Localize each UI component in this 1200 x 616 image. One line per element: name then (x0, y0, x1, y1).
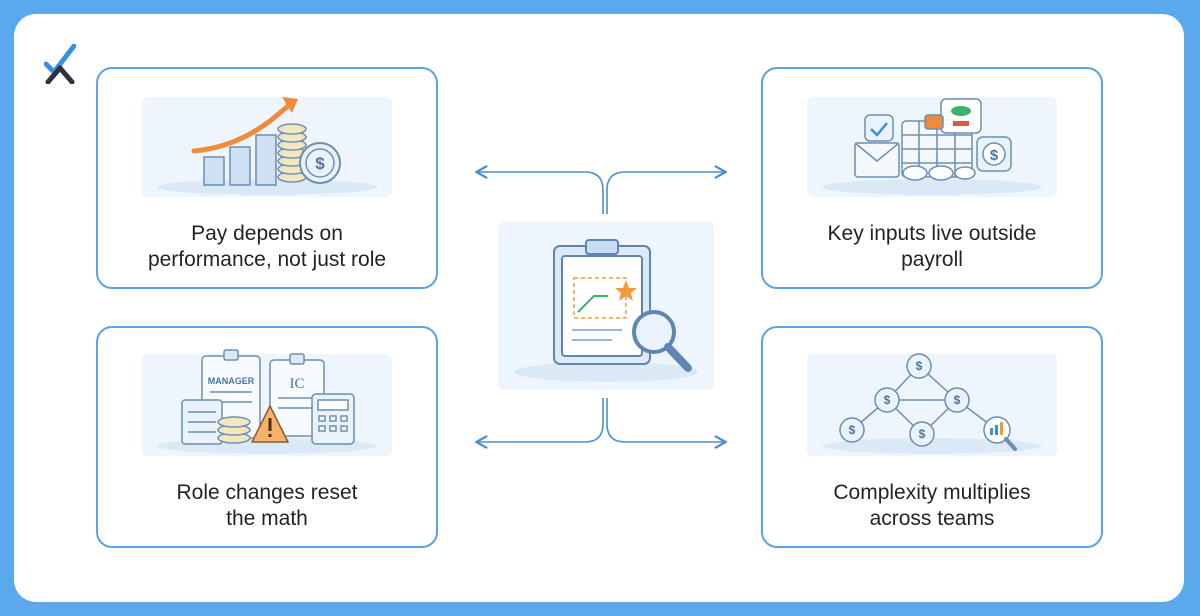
card-pay-performance: $ Pay depends on performance, not just r… (96, 67, 438, 289)
card-label: Pay depends on performance, not just rol… (147, 222, 387, 271)
card-complexity: $ $ $ $ $ Complexity multiplies across t… (761, 326, 1103, 548)
clipboard-magnifier-icon (498, 222, 714, 390)
scattered-inputs-icon: $ (807, 97, 1057, 197)
card-label: Role changes reset the math (176, 481, 358, 530)
dollar-glyph: $ (884, 393, 891, 407)
card-label: Key inputs live outside payroll (827, 222, 1037, 271)
dollar-network-icon: $ $ $ $ $ (807, 353, 1057, 456)
ic-doc-label: IC (290, 376, 305, 392)
dollar-glyph: $ (916, 359, 923, 373)
dollar-glyph: $ (315, 154, 325, 173)
rising-bars-coins-icon: $ (142, 97, 392, 197)
card-label: Complexity multiplies across teams (833, 481, 1031, 530)
dollar-glyph: $ (919, 427, 926, 441)
dollar-glyph: $ (954, 393, 961, 407)
dollar-glyph: $ (849, 423, 856, 437)
dollar-glyph: $ (990, 147, 999, 164)
card-role-changes: MANAGER IC Role changes reset the math (96, 326, 438, 548)
role-documents-warning-icon: MANAGER IC (142, 349, 392, 456)
brand-logo-icon (44, 44, 76, 84)
card-key-inputs: $ Key inputs live outside payroll (761, 67, 1103, 289)
manager-doc-label: MANAGER (208, 376, 255, 386)
